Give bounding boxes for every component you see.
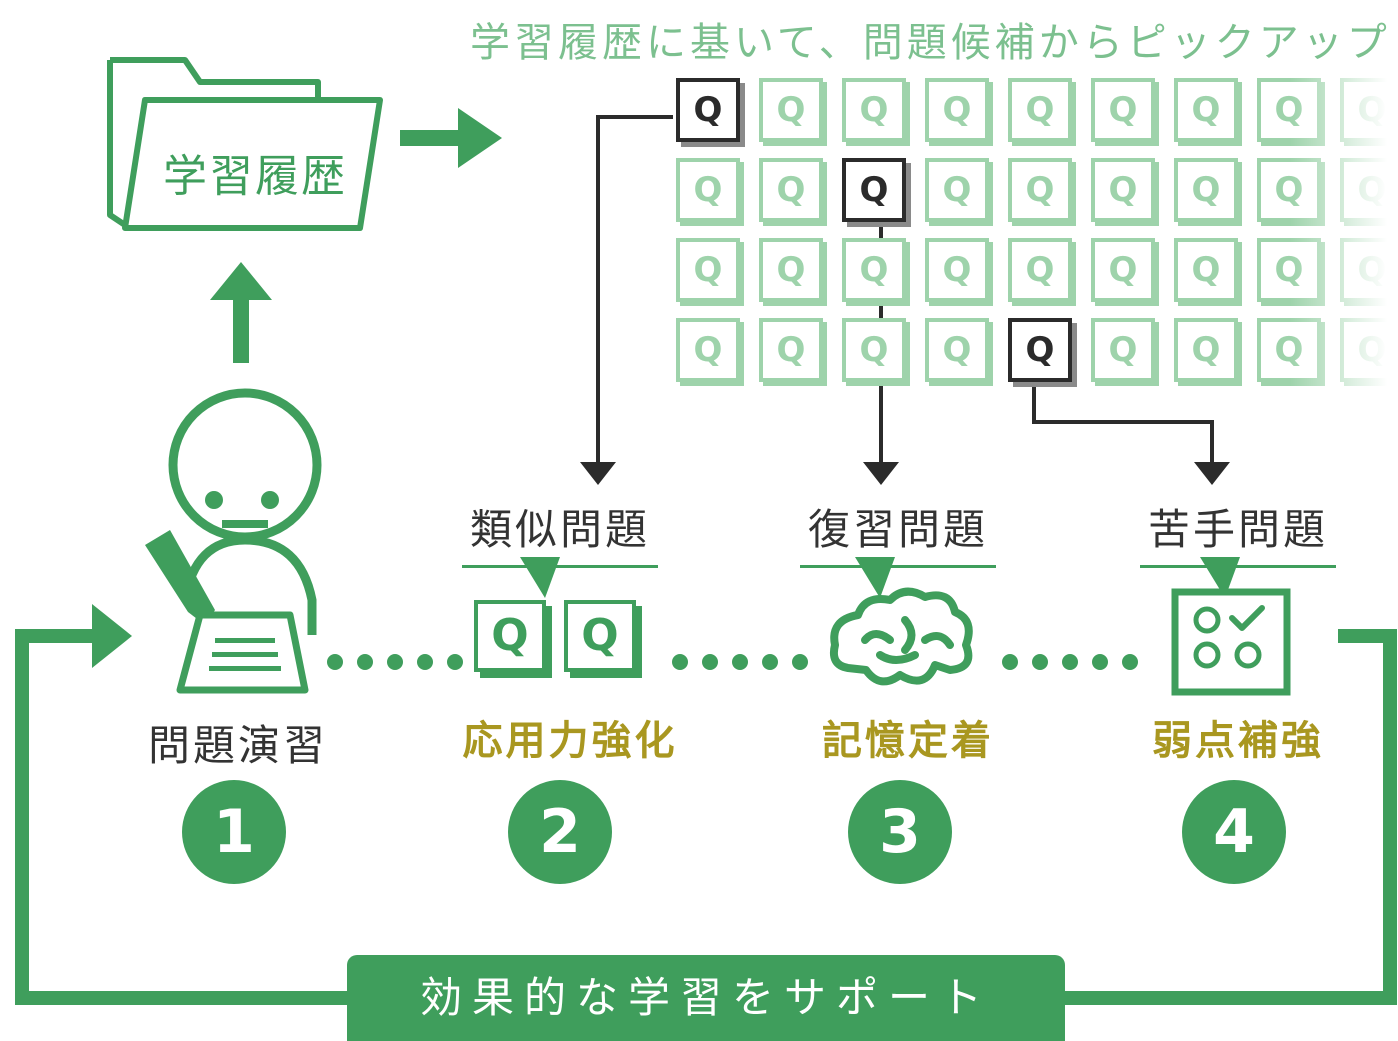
problem-type-similar: 類似問題 [462, 496, 658, 568]
person-writing-icon [145, 388, 322, 694]
problem-type-review: 復習問題 [800, 496, 996, 568]
step-number-4: 4 [1182, 780, 1286, 884]
arrow-up-icon [210, 262, 272, 363]
question-tile: Q [759, 318, 823, 382]
cycle-banner: 効果的な学習をサポート [347, 955, 1065, 1041]
question-tile: Q [676, 318, 740, 382]
question-tile: Q [925, 158, 989, 222]
q-card-right: Q [564, 600, 636, 672]
practice-label: 問題演習 [148, 721, 329, 770]
question-tile: Q [1008, 238, 1072, 302]
question-tile: Q [1008, 158, 1072, 222]
pick-connector-weak [1032, 378, 1230, 485]
question-tile: Q [1174, 78, 1238, 142]
dotted-connector-3 [1002, 654, 1138, 670]
question-tile: Q [759, 78, 823, 142]
dotted-connector-2 [672, 654, 808, 670]
question-tile: Q [1174, 318, 1238, 382]
question-tile: Q [842, 78, 906, 142]
qq-cards-icon: Q Q [472, 598, 652, 688]
effect-label-weak: 弱点補強 [1152, 718, 1324, 764]
question-tile: Q [842, 238, 906, 302]
question-tile: Q [759, 238, 823, 302]
question-tile: Q [1091, 238, 1155, 302]
question-tile: Q [842, 318, 906, 382]
question-tile: Q [1008, 78, 1072, 142]
question-tile: Q [1091, 78, 1155, 142]
question-tile: Q [925, 318, 989, 382]
problem-type-weak: 苦手問題 [1140, 496, 1336, 568]
question-tile: Q [1174, 238, 1238, 302]
cycle-loop-line [15, 629, 1397, 1005]
picked-question-tile: Q [842, 158, 906, 222]
question-tile: Q [925, 238, 989, 302]
step-number-2: 2 [508, 780, 612, 884]
question-tile: Q [1091, 158, 1155, 222]
question-tile: Q [759, 158, 823, 222]
folder-label: 学習履歴 [163, 151, 347, 202]
question-tile: Q [1091, 318, 1155, 382]
question-tile: Q [925, 78, 989, 142]
step-number-3: 3 [848, 780, 952, 884]
question-tile: Q [676, 158, 740, 222]
grid-fade-overlay [1290, 70, 1398, 400]
question-candidate-grid: QQQQQQQQQQQQQQQQQQQQQQQQQQQQQQQQQQQQ [0, 0, 1398, 420]
question-tile: Q [676, 238, 740, 302]
effect-label-similar: 応用力強化 [462, 718, 678, 764]
effect-label-review: 記憶定着 [822, 718, 994, 764]
page-title: 学習履歴に基いて、問題候補からピックアップ [470, 20, 1391, 66]
cycle-arrow-icon [92, 604, 132, 668]
question-tile: Q [1174, 158, 1238, 222]
pick-connector-similar [580, 115, 673, 485]
step-number-1: 1 [182, 780, 286, 884]
picked-question-tile: Q [1008, 318, 1072, 382]
picked-question-tile: Q [676, 78, 740, 142]
dotted-connector-1 [327, 654, 463, 670]
brain-icon [829, 587, 973, 686]
folder-icon [107, 57, 383, 231]
checklist-icon [1171, 588, 1291, 696]
arrow-right-icon [400, 108, 502, 168]
q-card-left: Q [474, 600, 546, 672]
